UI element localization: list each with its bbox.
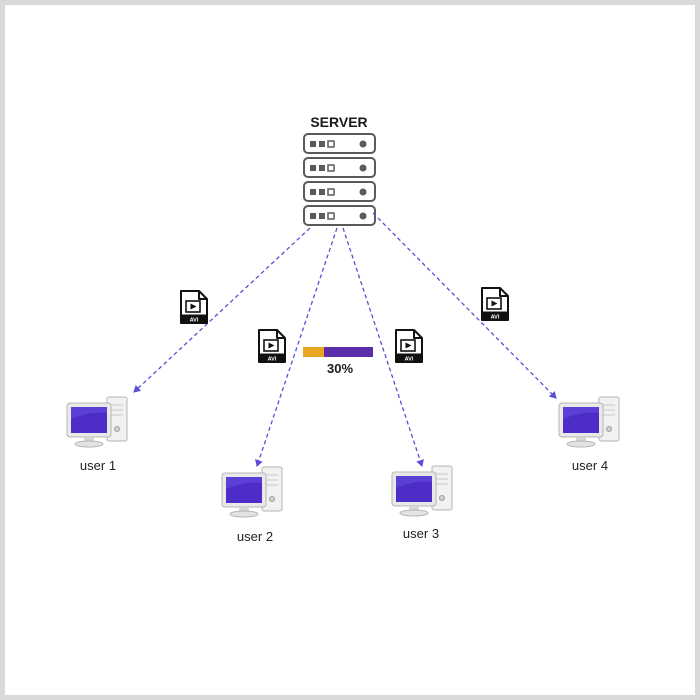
user-label: user 4 xyxy=(572,458,608,473)
server-rack-unit xyxy=(303,205,376,226)
server-label: SERVER xyxy=(310,114,367,130)
server-rack-unit xyxy=(303,133,376,154)
server-rack-unit xyxy=(303,157,376,178)
desktop-computer-icon xyxy=(221,466,283,518)
file-type-label: AVI xyxy=(268,357,277,363)
server-rack-unit xyxy=(303,181,376,202)
progress-track xyxy=(303,347,373,357)
user-label: user 3 xyxy=(403,526,439,541)
progress-indicator: 30% xyxy=(303,347,373,376)
video-file-icon: AVI xyxy=(258,329,286,363)
desktop-computer-icon xyxy=(66,396,128,448)
video-file-icon: AVI xyxy=(481,287,509,321)
file-type-label: AVI xyxy=(405,357,414,363)
user-computer-1[interactable]: user 1 xyxy=(66,396,128,473)
file-type-label: AVI xyxy=(491,315,500,321)
connection-arrow-user-1 xyxy=(133,227,311,393)
video-file-icon: AVI xyxy=(395,329,423,363)
user-label: user 1 xyxy=(80,458,116,473)
connection-arrow-user-4 xyxy=(372,212,557,399)
server: SERVER xyxy=(303,114,376,226)
server-icon xyxy=(303,133,376,226)
user-computer-4[interactable]: user 4 xyxy=(558,396,620,473)
file-type-label: AVI xyxy=(190,318,199,324)
user-computer-2[interactable]: user 2 xyxy=(221,466,283,544)
video-file-icon: AVI xyxy=(180,290,208,324)
connections xyxy=(133,212,557,467)
user-label: user 2 xyxy=(237,529,273,544)
user-computer-3[interactable]: user 3 xyxy=(391,465,453,541)
progress-label: 30% xyxy=(327,361,353,376)
progress-fill xyxy=(303,347,324,357)
desktop-computer-icon xyxy=(558,396,620,448)
desktop-computer-icon xyxy=(391,465,453,517)
